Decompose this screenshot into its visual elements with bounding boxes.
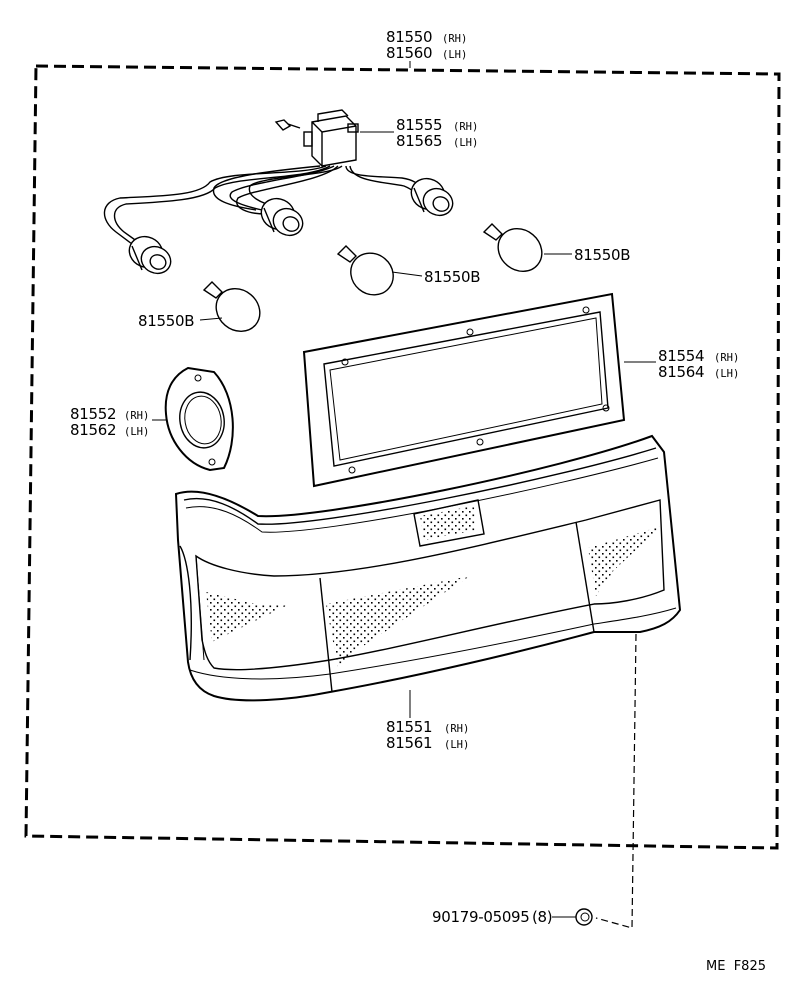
socket-part-number: 81555 (396, 116, 442, 134)
bulb-gasket-part-number: 81552 (70, 405, 116, 423)
callout-lens-gasket: 81554 (RH) 81564 (LH) (624, 347, 739, 381)
connector-block-icon (303, 109, 359, 167)
nut-icon (575, 908, 593, 926)
assembly-boundary (24, 64, 781, 850)
bulb-gasket-rh-tag: (RH) (124, 410, 149, 422)
mounting-screw-icon (274, 119, 301, 131)
lens-gasket-part-number-lh: 81564 (658, 363, 704, 381)
assembly-lh-tag: (LH) (442, 49, 467, 61)
callout-nut: 90179-05095 (8) (432, 633, 637, 929)
bulb-center-icon (336, 245, 394, 296)
assembly-part-number-lh: 81560 (386, 44, 432, 62)
lens-gasket-part-number: 81554 (658, 347, 704, 365)
lens-part-number-lh: 81561 (386, 734, 432, 752)
lens-lh-tag: (LH) (444, 739, 469, 751)
lens-rh-tag: (RH) (444, 723, 469, 735)
lens-gasket-rh-tag: (RH) (714, 352, 739, 364)
callout-socket-cord: 81555 (RH) 81565 (LH) (360, 116, 478, 150)
socket-lh-tag: (LH) (453, 137, 478, 149)
bulb-socket-center-icon (260, 197, 304, 237)
bulb-right-icon (482, 223, 543, 272)
nut-part-number: 90179-05095 (432, 908, 530, 926)
bulb-socket-right-icon (410, 177, 454, 217)
bulb-socket-left-icon (128, 235, 172, 275)
lens-gasket-icon (302, 292, 626, 488)
bulb-center-part-number: 81550B (424, 268, 480, 286)
bulb-gasket-icon (164, 366, 234, 472)
bulb-left-icon (202, 281, 261, 332)
wire-harness (103, 165, 425, 245)
bulb-gasket-part-number-lh: 81562 (70, 421, 116, 439)
callout-assembly: 81550 (RH) 81560 (LH) (386, 28, 467, 68)
socket-part-number-lh: 81565 (396, 132, 442, 150)
callout-bulb-right: 81550B (544, 246, 631, 264)
lens-part-number: 81551 (386, 718, 432, 736)
socket-cord-assembly (103, 109, 454, 275)
lens-gasket-lh-tag: (LH) (714, 368, 739, 380)
bulb-left-part-number: 81550B (138, 312, 194, 330)
bulb-gasket-lh-tag: (LH) (124, 426, 149, 438)
diagram-code: ME F825 (706, 959, 766, 974)
assembly-part-number: 81550 (386, 28, 432, 46)
assembly-rh-tag: (RH) (442, 33, 467, 45)
callout-bulb-center: 81550B (391, 268, 481, 286)
callout-lens: 81551 (RH) 81561 (LH) (386, 690, 469, 752)
bulb-right-part-number: 81550B (574, 246, 630, 264)
nut-quantity: (8) (532, 908, 552, 926)
callout-bulb-gasket: 81552 (RH) 81562 (LH) (70, 405, 166, 439)
socket-rh-tag: (RH) (453, 121, 478, 133)
lens-body-icon (174, 434, 682, 702)
callout-bulb-left: 81550B (138, 312, 223, 330)
